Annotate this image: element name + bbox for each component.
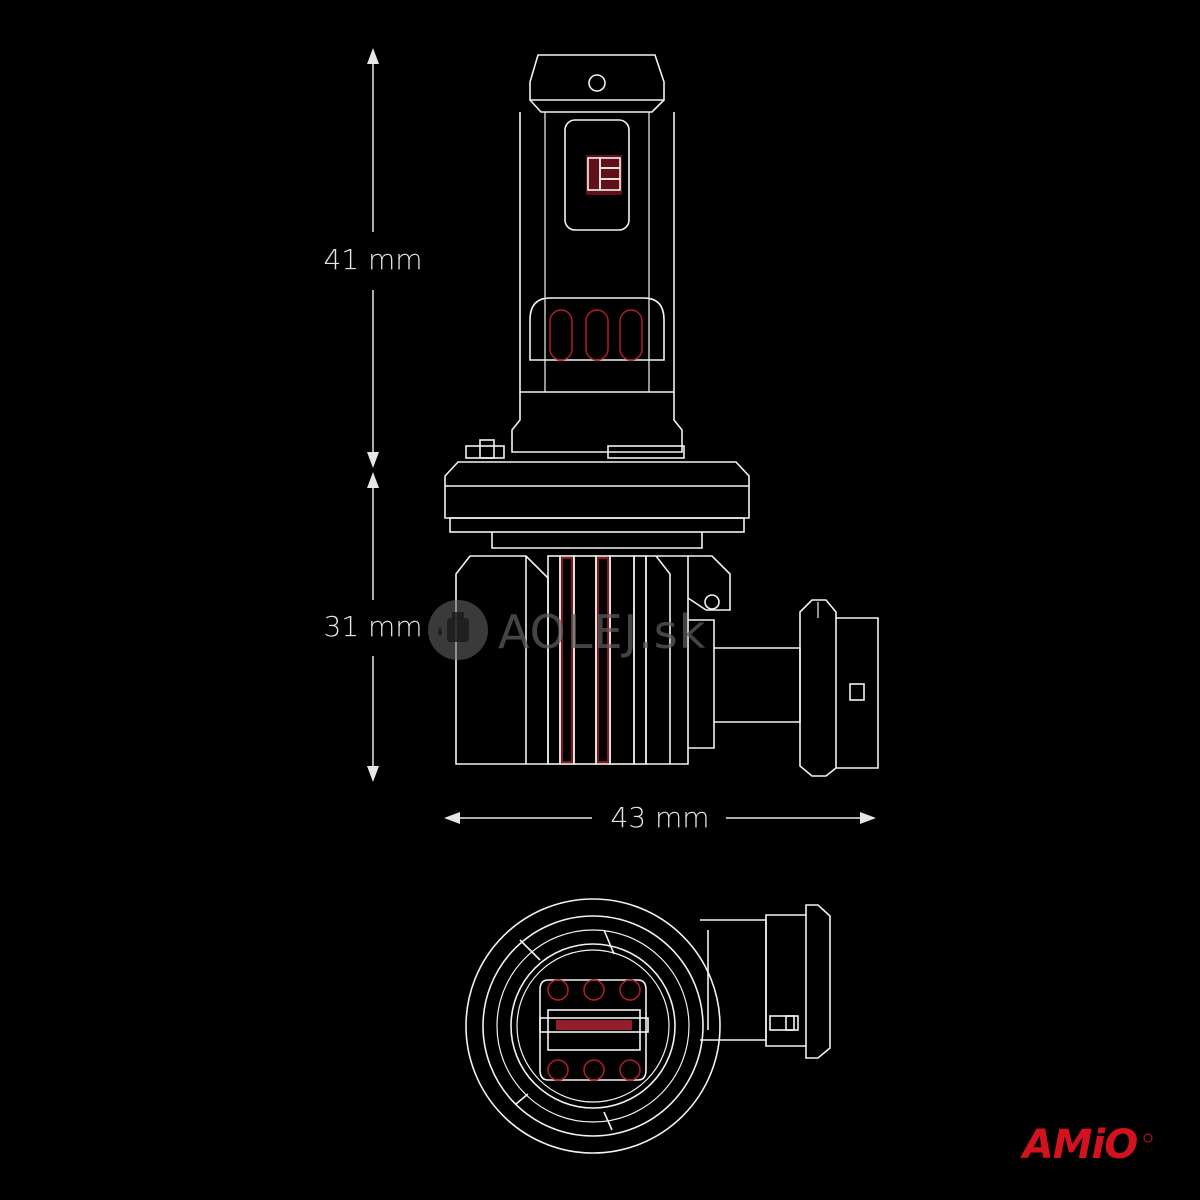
watermark-text: AOLEJ.sk	[498, 605, 706, 659]
vertical-dimension-lower: 31 mm	[323, 472, 423, 782]
bulb-side-view	[444, 54, 879, 777]
lower-height-label: 31 mm	[323, 610, 422, 643]
brand-logo: AMiO	[1020, 1122, 1153, 1168]
brand-logo-text: AMiO	[1020, 1122, 1137, 1168]
width-label: 43 mm	[610, 801, 709, 834]
watermark: AOLEJ.sk	[428, 600, 706, 660]
horizontal-dimension: 43 mm	[444, 801, 876, 834]
oil-can-icon	[428, 600, 488, 660]
vertical-dimension-upper: 41 mm	[323, 48, 423, 468]
bulb-bottom-view	[465, 898, 831, 1154]
upper-height-label: 41 mm	[323, 243, 422, 276]
